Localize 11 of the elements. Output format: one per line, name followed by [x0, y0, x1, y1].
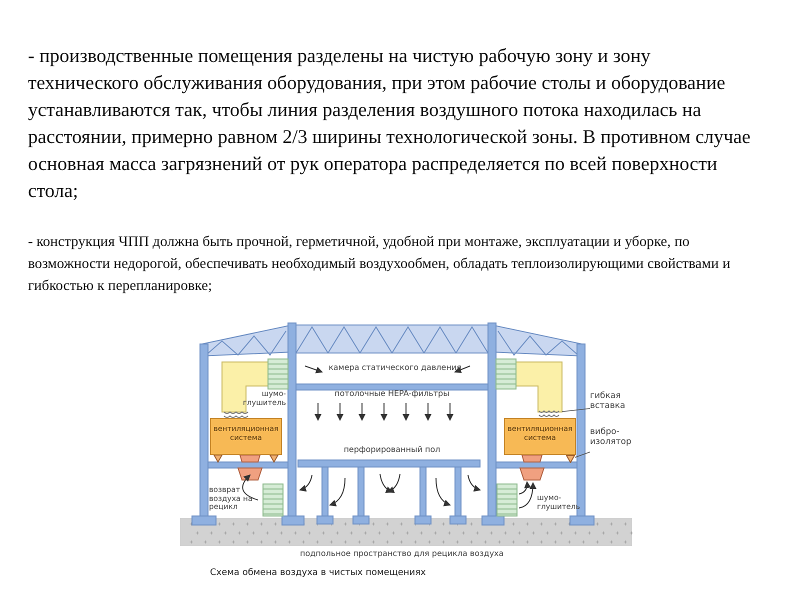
caption: Схема обмена воздуха в чистых помещениях [210, 568, 426, 578]
leader-line [574, 452, 590, 458]
callout-text: гибкая вставка [590, 392, 652, 418]
flexible-joint-drawing [538, 408, 562, 418]
paragraph: - конструкция ЧПП должна быть прочной, герметичной, удобной при монтаже, эксплуатации и уборке, по возможности недорогой, обеспечивать необходимый воздухообмен, обладать теплоизолирующими свойствами и гибкостью к перепланировке; [28, 233, 732, 296]
leader-line [562, 408, 590, 412]
paragraph: - производственные помещения разделены на чистую рабочую зону и зону технического обслуживания оборудования, при этом рабочие столы и оборудование устанавливаются так, чтобы линия разделения воздушного потока находилась на расстоянии, примерно равном 2/3 ширины технологической зоны. В противном случае основная масса загрязнений от рук оператора распределяется по всей поверхности стола; [28, 45, 752, 204]
part-label: потолочные HEPA-фильтры [334, 389, 450, 398]
area-label: подпольное пространство для рецикла воздуха [300, 549, 505, 558]
part-label: перфорированный пол [342, 445, 442, 454]
callout-text: вибро-изолятор [590, 428, 652, 454]
